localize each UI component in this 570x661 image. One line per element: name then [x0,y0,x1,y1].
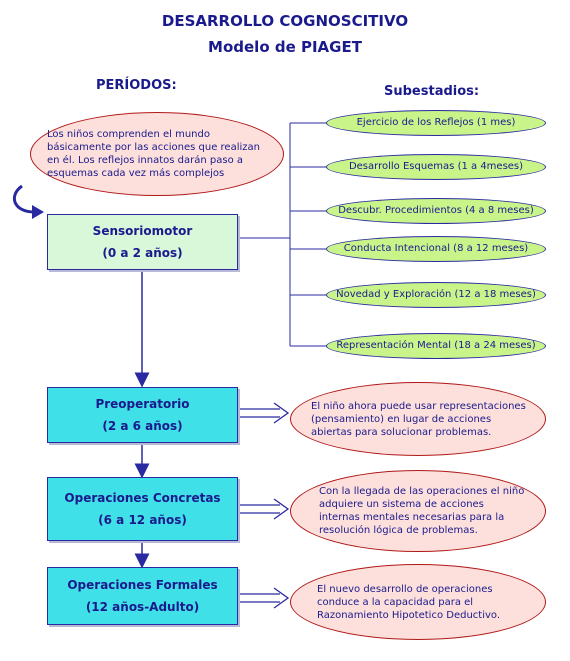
diagram-subtitle: Modelo de PIAGET [208,38,362,56]
stage-operaciones-formales: Operaciones Formales (12 años-Adulto) [47,567,238,625]
substage-ejercicio-reflejos: Ejercicio de los Reflejos (1 mes) [326,110,546,136]
double-arrow-preoperatorio [240,402,290,424]
substage-representacion-mental: Representación Mental (18 a 24 meses) [326,333,546,359]
periods-heading: PERÍODOS: [96,78,177,93]
substage-conducta-intencional: Conducta Intencional (8 a 12 meses) [326,236,546,262]
stage-preoperatorio: Preoperatorio (2 a 6 años) [47,387,238,443]
stage-sensoriomotor-name: Sensoriomotor [92,224,193,238]
substage-descubr-procedimientos: Descubr. Procedimientos (4 a 8 meses) [326,198,546,224]
curved-arrow-note-to-sensoriomotor [12,184,35,214]
note-preoperatorio: El niño ahora puede usar representacione… [290,382,546,456]
note-operaciones-formales: El nuevo desarrollo de operaciones condu… [290,564,546,640]
substage-desarrollo-esquemas: Desarrollo Esquemas (1 a 4meses) [326,154,546,180]
stage-sensoriomotor: Sensoriomotor (0 a 2 años) [47,214,238,270]
diagram-title: DESARROLLO COGNOSCITIVO [161,12,409,30]
curved-arrow-head [32,205,44,219]
stage-operaciones-formales-ages: (12 años-Adulto) [85,600,200,614]
note-operaciones-concretas: Con la llegada de las operaciones el niñ… [290,470,546,552]
note-operaciones-concretas-text: Con la llegada de las operaciones el niñ… [319,486,525,536]
note-sensoriomotor: Los niños comprenden el mundo básicament… [30,112,284,196]
stage-operaciones-concretas-ages: (6 a 12 años) [98,513,187,527]
stage-preoperatorio-ages: (2 a 6 años) [102,419,183,433]
double-arrow-formales [240,587,290,609]
note-operaciones-formales-text: El nuevo desarrollo de operaciones condu… [317,583,501,621]
stage-operaciones-concretas: Operaciones Concretas (6 a 12 años) [47,477,238,541]
note-sensoriomotor-text: Los niños comprenden el mundo básicament… [47,129,260,179]
stage-sensoriomotor-ages: (0 a 2 años) [102,246,183,260]
stage-operaciones-formales-name: Operaciones Formales [67,578,218,592]
substages-heading: Subestadios: [384,84,480,99]
stage-operaciones-concretas-name: Operaciones Concretas [64,491,221,505]
double-arrow-concretas [240,498,290,520]
note-preoperatorio-text: El niño ahora puede usar representacione… [311,400,526,438]
stage-preoperatorio-name: Preoperatorio [95,397,190,411]
substage-novedad-exploracion: Novedad y Exploración (12 a 18 meses) [326,282,546,308]
